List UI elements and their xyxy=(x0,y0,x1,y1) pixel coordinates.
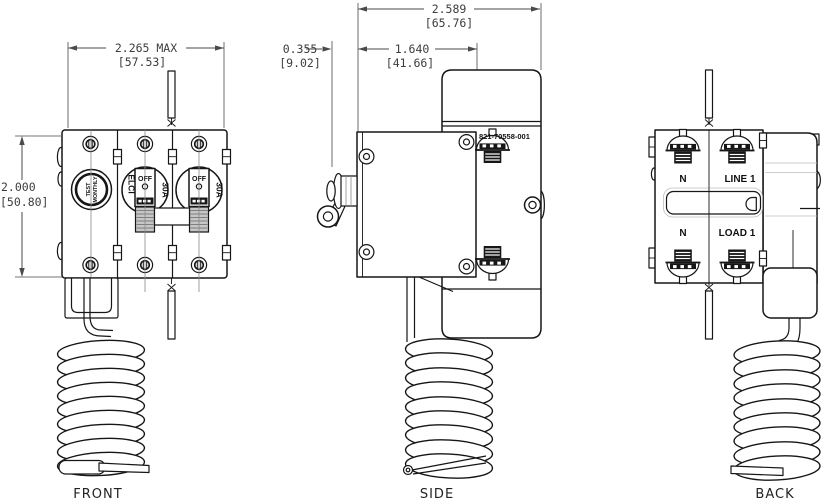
front-mounting-tabs xyxy=(112,148,232,261)
cord-ferrule-side xyxy=(402,464,414,476)
back-right-panel xyxy=(762,132,821,284)
front-caption: FRONT xyxy=(73,487,122,502)
terminal-line1: LINE 1 xyxy=(724,174,756,185)
front-bottom-pin xyxy=(167,278,176,340)
terminal-load1: LOAD 1 xyxy=(719,228,756,239)
front-view: 2.265 MAX [57.53] 2.000 [50.80] xyxy=(0,41,232,502)
coil-cord-side xyxy=(402,338,494,479)
terminal-n-top: N xyxy=(679,174,686,185)
dim-toggle-offset-in: 0.355 xyxy=(283,42,318,56)
cord-end-front xyxy=(98,462,150,474)
side-caption: SIDE xyxy=(420,487,454,502)
test-button-label-2: MONTHLY xyxy=(93,176,99,203)
terminal-n-bottom: N xyxy=(679,228,686,239)
coil-cord-front xyxy=(56,339,150,477)
test-monthly-button: TEST MONTHLY xyxy=(70,168,113,211)
side-mounting-screw xyxy=(523,196,542,214)
toggle-lever xyxy=(316,172,358,228)
dim-body-depth-mm: [41.66] xyxy=(386,56,434,70)
part-number-label: 821-70558-001 xyxy=(479,132,530,141)
test-button-label-1: TEST xyxy=(86,182,92,196)
rating-label-2: 30A xyxy=(215,182,225,198)
handle-tie-bar xyxy=(153,207,191,226)
housing-edge-bump xyxy=(540,190,545,220)
back-recess-slot xyxy=(663,187,763,218)
side-lower-wire xyxy=(406,276,454,342)
coil-cord-back xyxy=(730,340,821,481)
side-front-body xyxy=(356,131,477,278)
dim-front-height-in: 2.000 xyxy=(1,180,36,194)
cord-end-back xyxy=(730,465,784,477)
dim-front-height-mm: [50.80] xyxy=(0,195,48,209)
side-view: 2.589 [65.76] 1.640 [41.66] 0.355 [9.02] xyxy=(279,2,545,502)
front-top-pin xyxy=(167,70,176,127)
elci-label: ELCI xyxy=(127,174,137,193)
cord-boot xyxy=(762,267,818,319)
back-divider-tabs xyxy=(758,132,768,267)
back-view: N LINE 1 N LOAD 1 BACK xyxy=(648,69,821,502)
front-width-dimension: 2.265 MAX [57.53] xyxy=(67,41,225,128)
front-bottom-bracket xyxy=(64,277,119,338)
dim-depth-total-mm: [65.76] xyxy=(425,16,473,30)
dim-toggle-offset-mm: [9.02] xyxy=(279,56,321,70)
front-height-dimension: 2.000 [50.80] xyxy=(0,135,96,278)
dim-body-depth-in: 1.640 xyxy=(395,42,430,56)
dim-front-width-mm: [57.53] xyxy=(118,55,166,69)
dim-front-width-in: 2.265 MAX xyxy=(115,41,177,55)
rating-label-1: 30A xyxy=(161,182,171,198)
back-bottom-pin xyxy=(704,283,714,340)
back-caption: BACK xyxy=(755,487,794,502)
back-terminal-labels: N LINE 1 N LOAD 1 xyxy=(679,174,756,239)
side-dimensions: 2.589 [65.76] 1.640 [41.66] 0.355 [9.02] xyxy=(279,2,542,167)
back-top-pin xyxy=(704,69,714,127)
slot-end-tab xyxy=(745,196,757,212)
dim-depth-total-in: 2.589 xyxy=(432,2,467,16)
